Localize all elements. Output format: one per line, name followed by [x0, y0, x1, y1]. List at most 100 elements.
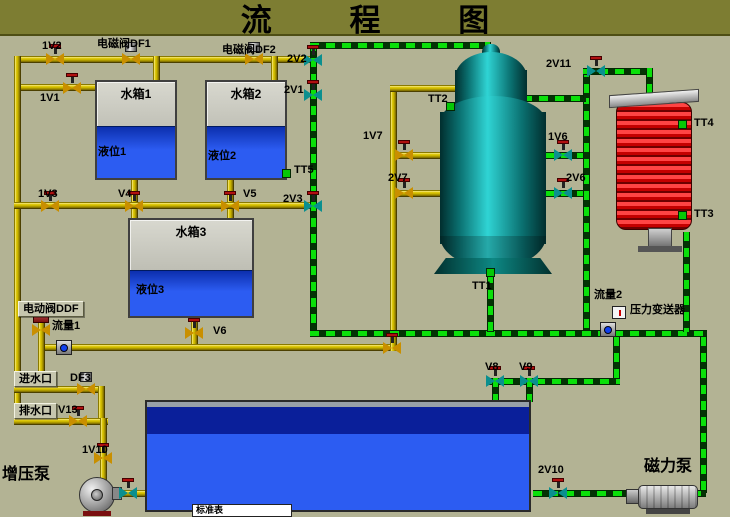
tank-label: 水箱2 [230, 87, 262, 101]
pipe-segment [646, 68, 653, 106]
valve-body-left [94, 452, 103, 464]
valve-1v7[interactable] [395, 140, 413, 161]
valve-body-left [486, 375, 495, 387]
valve-body-right [230, 200, 239, 212]
pipe-segment [310, 330, 707, 337]
valve-2v1[interactable] [304, 80, 322, 101]
valve-df1[interactable] [122, 42, 140, 65]
valve-2v11[interactable] [587, 56, 605, 77]
valve-body-left [125, 200, 134, 212]
pipe-segment [533, 490, 633, 497]
pipe-segment [397, 152, 443, 159]
flow-meter-1[interactable] [56, 340, 72, 355]
valve-stem [54, 47, 57, 54]
label-tt1: TT1 [472, 280, 492, 292]
pipe-segment [14, 84, 110, 91]
valve-stem [102, 446, 105, 453]
pipe-segment [271, 56, 278, 82]
valve-handle [386, 333, 398, 337]
sensor-tt4 [678, 120, 687, 129]
valve-stem [595, 59, 598, 66]
label-v8: V8 [485, 361, 499, 373]
pipe-segment [526, 378, 533, 402]
valve-1v10[interactable] [94, 443, 112, 464]
valve-body-right [563, 187, 572, 199]
tank-water-level [130, 270, 252, 316]
valve-v6[interactable] [185, 318, 203, 339]
valve-df3[interactable] [77, 372, 95, 395]
valve-v4[interactable] [125, 191, 143, 212]
title-bar: 流 程 图 [0, 0, 730, 38]
valve-body-right [86, 383, 95, 395]
valve-2v2[interactable] [304, 45, 322, 66]
valve-handle [72, 406, 84, 410]
valve-body-right [194, 327, 203, 339]
label-2v6: 2V6 [566, 172, 586, 184]
label-flow1: 流量1 [52, 320, 81, 332]
water-tank-2: 水箱2 [205, 80, 287, 180]
valve-v5[interactable] [221, 191, 239, 212]
label-tt5: TT5 [294, 164, 314, 176]
vessel-skirt [434, 258, 552, 274]
valve-2v6[interactable] [554, 178, 572, 199]
valve-body-right [103, 452, 112, 464]
valve-handle [557, 140, 569, 144]
magnetic-pump[interactable] [638, 485, 698, 509]
pipe-segment [390, 85, 460, 92]
valve-body-right [392, 342, 401, 354]
solenoid-actuator [125, 42, 137, 52]
valve-body-left [221, 200, 230, 212]
main-bottom-tank [145, 400, 531, 512]
pipe-segment [14, 56, 312, 63]
valve-mid[interactable] [383, 333, 401, 354]
valve-handle [552, 478, 564, 482]
pressure-transmitter[interactable] [612, 306, 626, 319]
valve-1v2[interactable] [46, 44, 64, 65]
valve-pump-outlet[interactable] [119, 478, 137, 499]
valve-stem [494, 369, 497, 376]
valve-v9[interactable] [520, 366, 538, 387]
valve-1v3[interactable] [41, 191, 59, 212]
valve-2v7[interactable] [395, 178, 413, 199]
valve-v8[interactable] [486, 366, 504, 387]
valve-handle [49, 44, 61, 48]
valve-stem [557, 481, 560, 488]
valve-1v1[interactable] [63, 73, 81, 94]
valve-2v3[interactable] [304, 191, 322, 212]
sensor-tt3 [678, 211, 687, 220]
coil-stand [648, 228, 672, 248]
valve-body-right [128, 487, 137, 499]
label-flow2: 流量2 [594, 289, 623, 301]
valve-stem [77, 409, 80, 416]
flow-meter-2[interactable] [600, 322, 616, 337]
booster-pump-base [83, 511, 111, 516]
valve-body-left [395, 187, 404, 199]
valve-v13[interactable] [69, 406, 87, 427]
pipe-segment [38, 316, 45, 392]
valve-body-left [587, 65, 596, 77]
valve-stem [127, 481, 130, 488]
label-drain[interactable]: 排水口 [14, 403, 57, 419]
valve-body-left [304, 54, 313, 66]
label-inlet[interactable]: 进水口 [14, 371, 57, 387]
coil-base [638, 246, 682, 252]
valve-1v6[interactable] [554, 140, 572, 161]
label-booster-pump: 增压泵 [2, 466, 51, 483]
valve-body-right [313, 200, 322, 212]
valve-ddf[interactable] [32, 312, 50, 336]
pipe-segment [310, 42, 317, 337]
valve-body-right [254, 53, 263, 65]
valve-stem [403, 143, 406, 150]
solenoid-actuator [248, 42, 260, 52]
label-2v11: 2V11 [546, 58, 572, 70]
label-2v2: 2V2 [287, 53, 307, 65]
label-ddf[interactable]: 电动阀DDF [18, 301, 84, 317]
valve-2v10[interactable] [549, 478, 567, 499]
valve-body-right [596, 65, 605, 77]
valve-body-right [78, 415, 87, 427]
water-tank-1: 水箱1 [95, 80, 177, 180]
valve-handle [398, 178, 410, 182]
valve-df2[interactable] [245, 42, 263, 65]
gauge-needle [619, 310, 621, 316]
